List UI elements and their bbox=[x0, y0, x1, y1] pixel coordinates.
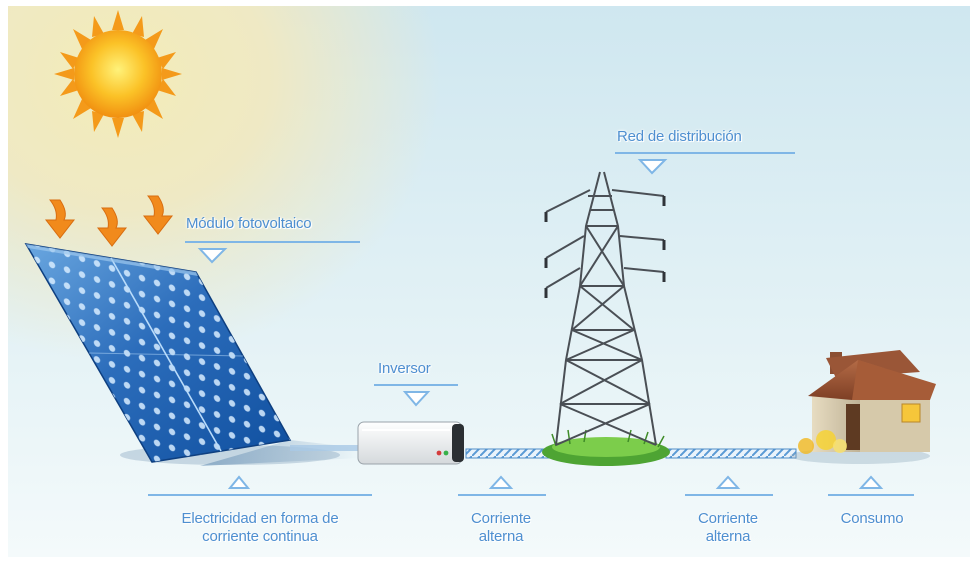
grass-patch bbox=[542, 429, 670, 466]
label-red-distribucion: Red de distribución bbox=[617, 128, 742, 145]
sun-icon bbox=[54, 10, 182, 138]
label-corriente-alterna-2: Corriente alterna bbox=[673, 510, 783, 546]
label-corriente2-line1: Corriente bbox=[698, 510, 758, 527]
solar-panel-icon bbox=[24, 243, 360, 466]
label-electricidad-line2: corriente continua bbox=[202, 528, 318, 545]
label-inversor: Inversor bbox=[378, 360, 431, 377]
sunlight-arrow-icon bbox=[44, 195, 174, 247]
inverter-icon bbox=[357, 421, 464, 465]
label-modulo-fotovoltaico: Módulo fotovoltaico bbox=[186, 215, 312, 232]
label-corriente2-line2: alterna bbox=[705, 528, 751, 545]
label-corriente1-line1: Corriente bbox=[471, 510, 531, 527]
label-brackets bbox=[148, 152, 914, 496]
label-electricidad: Electricidad en forma de corriente conti… bbox=[140, 510, 380, 546]
dc-wire bbox=[290, 445, 360, 451]
label-consumo: Consumo bbox=[840, 510, 904, 527]
label-corriente-alterna-1: Corriente alterna bbox=[446, 510, 556, 546]
label-corriente1-line2: alterna bbox=[478, 528, 524, 545]
label-electricidad-line1: Electricidad en forma de bbox=[181, 510, 339, 527]
power-tower-icon bbox=[544, 171, 666, 446]
house-icon bbox=[790, 350, 936, 464]
